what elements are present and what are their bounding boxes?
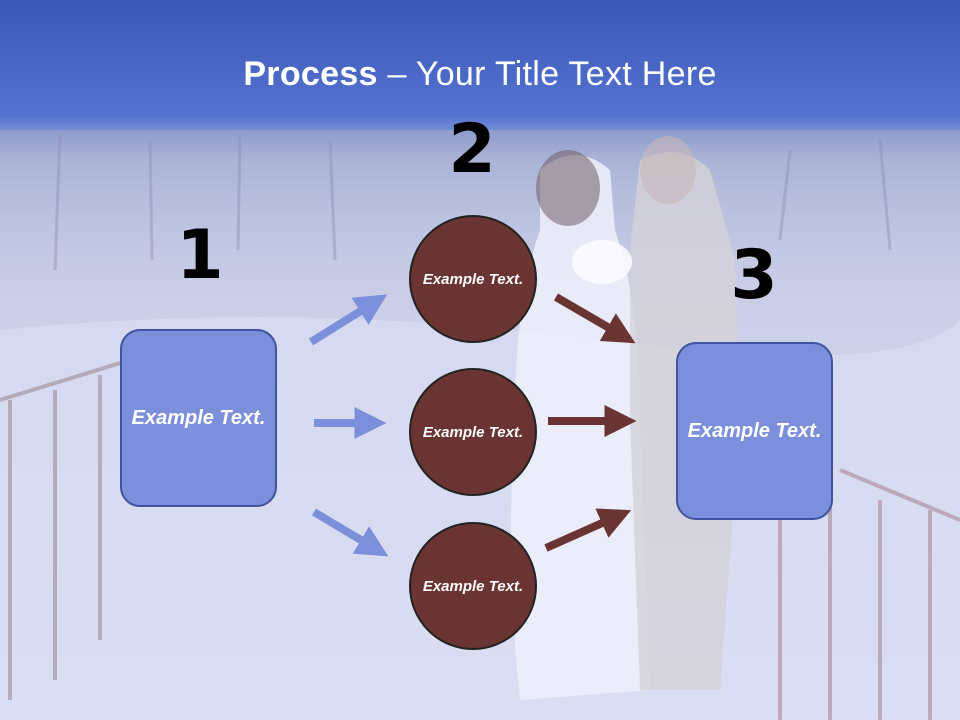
arrow-top-to-3 [553,293,636,344]
step-number-2: 2 [448,110,496,189]
step2-circle-bottom: Example Text. [409,522,537,650]
title-rest: – Your Title Text Here [377,55,717,93]
arrow-bottom-to-3 [544,508,632,552]
step1-box: Example Text. [120,329,277,507]
step2-circle-top: Example Text. [409,215,537,343]
slide-title: Process – Your Title Text Here [0,52,960,96]
step2-circle-middle: Example Text. [409,368,537,496]
step-number-1: 1 [176,216,224,295]
step-number-3: 3 [730,236,778,315]
arrow-1-to-top [308,294,388,346]
arrow-1-to-bottom [311,508,389,557]
step3-box: Example Text. [676,342,833,520]
title-bold: Process [243,55,378,93]
